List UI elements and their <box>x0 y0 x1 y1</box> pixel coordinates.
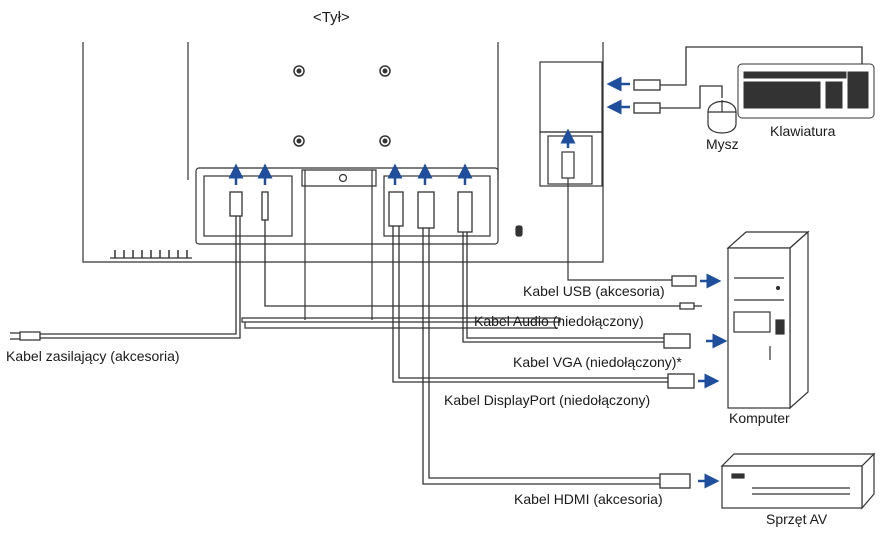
port-arrows <box>228 76 630 185</box>
device-arrows <box>698 273 728 489</box>
power-cable-label: Kabel zasilający (akcesoria) <box>6 348 180 364</box>
displayport-cable-label: Kabel DisplayPort (niedołączony) <box>444 392 651 408</box>
vesa-screw-holes <box>293 65 391 147</box>
keyboard-label: Klawiatura <box>770 123 836 139</box>
keyboard-icon <box>737 63 875 119</box>
computer-label: Komputer <box>729 410 790 426</box>
audio-cable-label: Kabel Audio (niedołączony) <box>474 313 644 329</box>
hdmi-cable-label: Kabel HDMI (akcesoria) <box>514 491 663 507</box>
av-equipment-label: Sprzęt AV <box>766 511 828 527</box>
monitor-back <box>82 42 604 329</box>
computer-icon <box>726 230 810 410</box>
diagram-title: <Tył> <box>313 9 350 26</box>
vga-cable-label: Kabel VGA (niedołączony)* <box>513 354 682 370</box>
usb-cable-label: Kabel USB (akcesoria) <box>523 283 665 299</box>
mouse-icon <box>707 100 737 134</box>
mouse-label: Mysz <box>706 136 739 152</box>
av-device-icon <box>720 452 876 510</box>
usb-hub <box>539 61 672 281</box>
cables <box>10 46 863 489</box>
